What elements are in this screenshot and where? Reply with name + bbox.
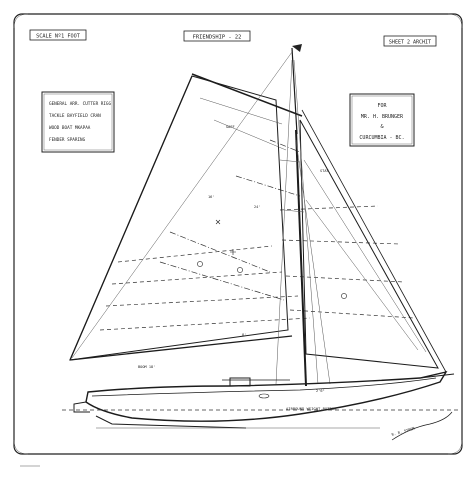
keel (95, 415, 247, 429)
reef-lines (99, 139, 415, 331)
owner-line-1: FOR (377, 103, 387, 109)
owner-line-2: MR. H. BRUNGER (361, 114, 404, 120)
owner-box: FOR MR. H. BRUNGER & CURCUMBIA - BC. (349, 93, 415, 147)
gaff-spar (191, 73, 303, 117)
signature: R. R. STROM (391, 411, 453, 441)
masthead-pennant (292, 44, 302, 52)
spec-line-3: WOOD BOAT MKAPAA (49, 125, 91, 131)
svg-text:24': 24' (254, 205, 261, 209)
main-boom (69, 335, 293, 361)
spec-line-1: GENERAL ARR. CUTTER RIGG (49, 101, 111, 107)
mainsail (69, 75, 293, 361)
scale-label-box: SCALE Nº1 FOOT (29, 29, 87, 41)
owner-line-3: & (380, 124, 383, 130)
sheet-label: SHEET 2 ARCHIT (389, 40, 431, 46)
svg-text:GAFF: GAFF (226, 125, 235, 129)
dimension-ticks: 16' 24' GAFF STAY BOOM 18' 8' 2'6" (138, 125, 329, 393)
cabin-house (229, 377, 251, 387)
spec-line-4: FENDER SPARING (49, 137, 86, 143)
porthole (258, 393, 270, 399)
corner-mark-bl (13, 439, 29, 455)
boat-name: FRIENDSHIP - 22 (193, 35, 242, 41)
shrouds (275, 59, 331, 385)
rudder (73, 401, 90, 413)
corner-mark-br (447, 439, 463, 455)
topping-lift (71, 51, 293, 359)
corner-mark-tr (447, 13, 463, 29)
mast (279, 44, 307, 387)
signature-text: R. R. STROM (391, 426, 416, 437)
spec-box: GENERAL ARR. CUTTER RIGG TACKLE BAYFIELD… (41, 91, 115, 153)
svg-text:16': 16' (208, 195, 215, 199)
svg-text:STAY: STAY (320, 169, 329, 173)
svg-text:8': 8' (242, 333, 246, 337)
hull (73, 370, 455, 429)
sheet-label-box: SHEET 2 ARCHIT (383, 35, 437, 47)
spec-line-2: TACKLE BAYFIELD CRAN (49, 113, 101, 119)
bowsprit (419, 373, 455, 379)
sail-markers (197, 219, 347, 299)
boat-name-box: FRIENDSHIP - 22 (183, 30, 251, 42)
svg-text:BOOM 18': BOOM 18' (138, 365, 155, 369)
waterline-note: AIRBOUND WEIGHT BOTTOM (286, 406, 337, 411)
waterline (62, 409, 458, 429)
svg-text:2'6": 2'6" (316, 389, 325, 393)
corner-mark-tl (13, 13, 29, 29)
drawing-border (13, 13, 463, 455)
forestay (301, 109, 447, 373)
scale-label: SCALE Nº1 FOOT (36, 34, 80, 40)
owner-line-4: CURCUMBIA - BC. (359, 135, 404, 141)
jib (299, 119, 439, 369)
gaff-luff (69, 75, 193, 361)
